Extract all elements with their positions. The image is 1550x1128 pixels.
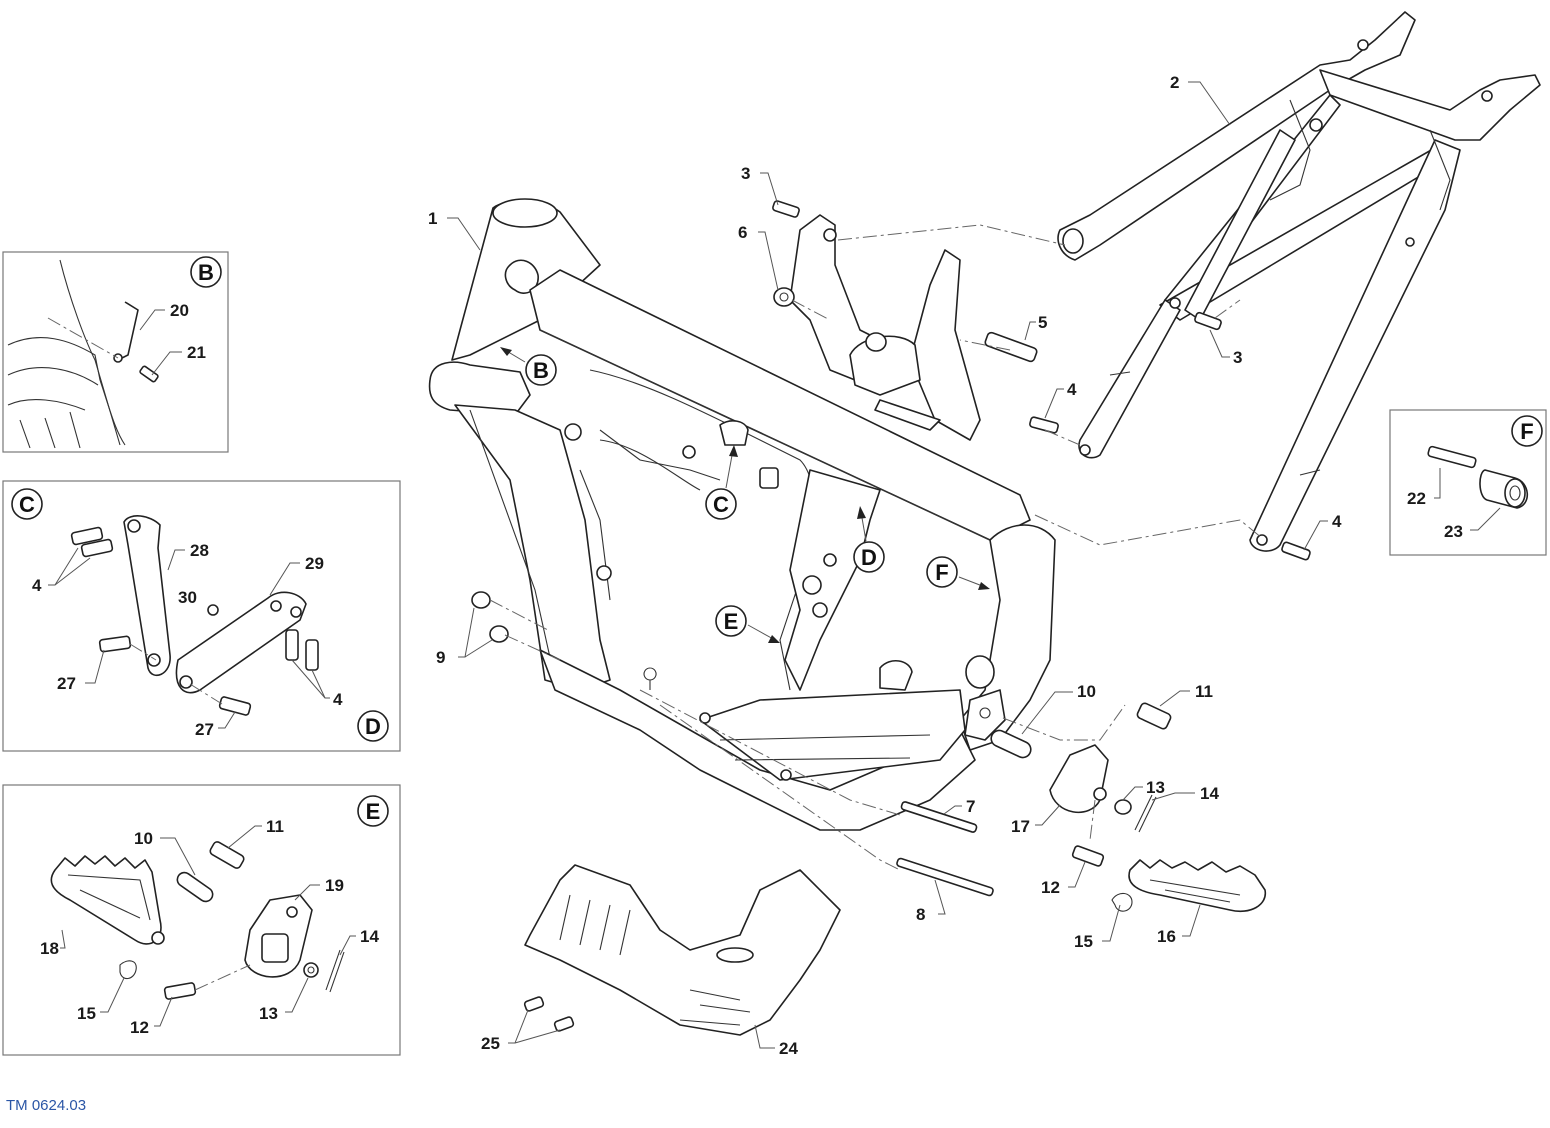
panel-c-title: C xyxy=(19,492,35,517)
callout: 11 xyxy=(266,817,284,836)
marker-b: B xyxy=(533,358,549,383)
callout: 16 xyxy=(1157,927,1176,946)
marker-c: C xyxy=(713,492,729,517)
main-callouts: 1 2 3 6 5 4 3 4 9 10 11 7 17 13 14 12 8 … xyxy=(428,73,1342,1058)
marker-e: E xyxy=(724,609,739,634)
callout: 23 xyxy=(1444,522,1463,541)
callout: 29 xyxy=(305,554,324,573)
circle-b xyxy=(190,256,222,288)
callout: 4 xyxy=(1332,512,1342,531)
callout: 27 xyxy=(195,720,214,739)
callout: 9 xyxy=(436,648,445,667)
callout: 4 xyxy=(32,576,42,595)
callout: 25 xyxy=(481,1034,500,1053)
panel-f-title: F xyxy=(1520,419,1533,444)
callout: 6 xyxy=(738,223,747,242)
panel-d-title: D xyxy=(365,714,381,739)
callout: 19 xyxy=(325,876,344,895)
callout: 8 xyxy=(916,905,925,924)
callout: 4 xyxy=(1067,380,1077,399)
detail-panel-c-d: C D 28 29 30 4 27 27 4 xyxy=(2,480,401,752)
callout: 2 xyxy=(1170,73,1179,92)
callout: 15 xyxy=(77,1004,96,1023)
callout: 13 xyxy=(259,1004,278,1023)
marker-f: F xyxy=(935,560,948,585)
detail-panel-b: B 20 21 xyxy=(2,251,229,453)
callout: 18 xyxy=(40,939,59,958)
callout: 11 xyxy=(1195,682,1213,701)
callout: 12 xyxy=(1041,878,1060,897)
callout: 15 xyxy=(1074,932,1093,951)
callout: 24 xyxy=(779,1039,798,1058)
callout: 10 xyxy=(1077,682,1096,701)
callout: 22 xyxy=(1407,489,1426,508)
callout: 14 xyxy=(1200,784,1219,803)
callout: 5 xyxy=(1038,313,1047,332)
callout: 21 xyxy=(187,343,206,362)
loose-parts xyxy=(471,200,1311,1036)
callout: 7 xyxy=(966,797,975,816)
callout: 4 xyxy=(333,690,343,709)
callout: 1 xyxy=(428,209,437,228)
callout: 27 xyxy=(57,674,76,693)
rear-subframe xyxy=(1057,11,1541,552)
callout: 20 xyxy=(170,301,189,320)
marker-d: D xyxy=(861,545,877,570)
callout: 10 xyxy=(134,829,153,848)
callout: 12 xyxy=(130,1018,149,1037)
panel-e-title: E xyxy=(366,799,381,824)
view-markers: B C D E F xyxy=(500,347,990,643)
detail-panel-e: E 11 10 19 14 18 15 12 13 xyxy=(2,784,401,1056)
detail-panel-f: F 22 23 xyxy=(1389,409,1547,556)
assembly-lines xyxy=(489,224,1263,871)
callout: 13 xyxy=(1146,778,1165,797)
callout: 30 xyxy=(178,588,197,607)
callout: 28 xyxy=(190,541,209,560)
panel-b-title: B xyxy=(198,260,214,285)
callout: 14 xyxy=(360,927,379,946)
callout: 3 xyxy=(741,164,750,183)
callout: 3 xyxy=(1233,348,1242,367)
callout: 17 xyxy=(1011,817,1030,836)
reference-code: TM 0624.03 xyxy=(6,1097,87,1114)
main-frame xyxy=(428,198,1056,831)
